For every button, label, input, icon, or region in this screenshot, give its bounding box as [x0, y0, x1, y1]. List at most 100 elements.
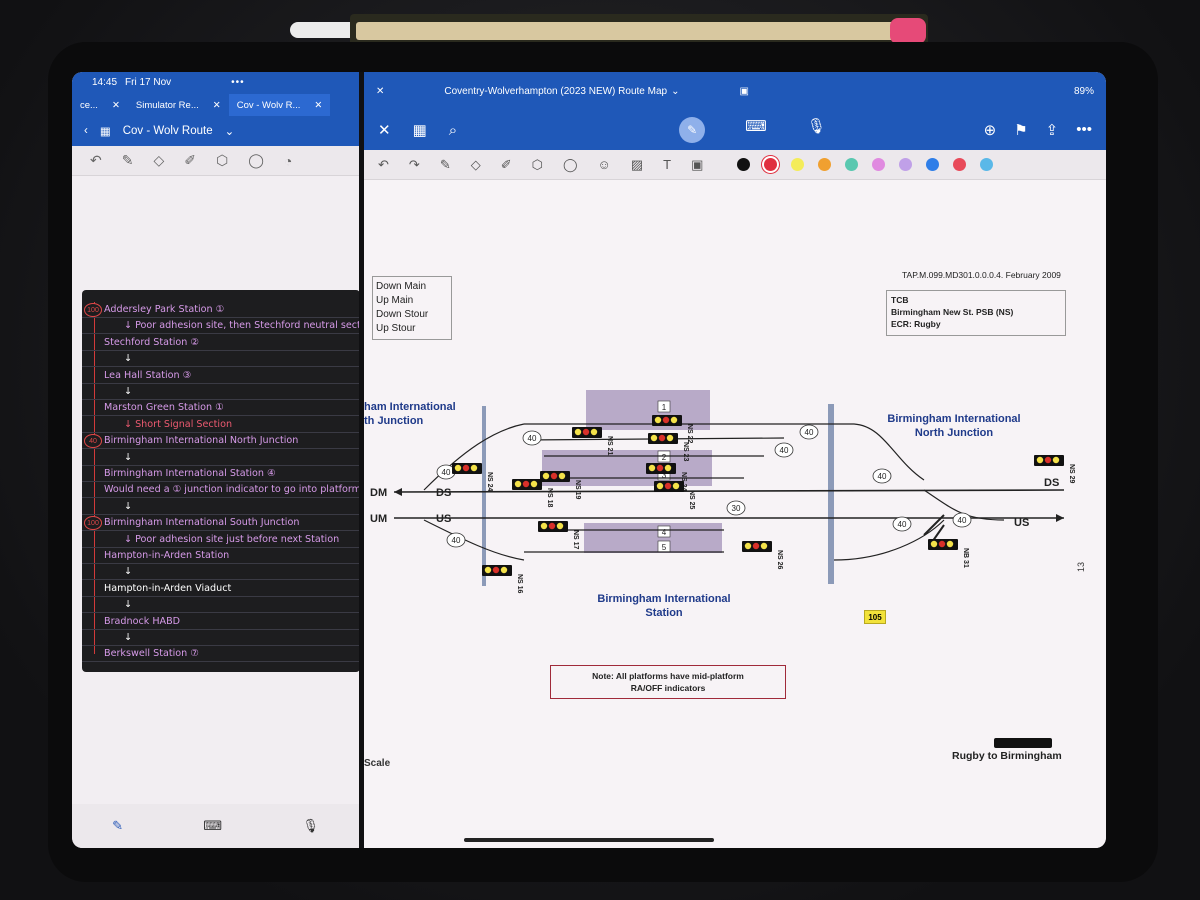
speed-flag: 100 — [84, 516, 102, 531]
tab-simulator[interactable]: Simulator Re...✕ — [135, 99, 221, 111]
undo-icon[interactable]: ↶ — [378, 156, 389, 172]
chevron-down-icon[interactable]: ⌄ — [671, 85, 680, 97]
lasso-icon[interactable]: ◯ — [248, 152, 264, 168]
platform-note: Note: All platforms have mid-platform RA… — [550, 665, 786, 699]
home-indicator[interactable] — [464, 838, 714, 842]
speed-limit-marker — [952, 512, 972, 528]
highlighter-icon[interactable]: ✐ — [184, 152, 196, 168]
bookmark-icon[interactable]: ⚑ — [1014, 122, 1028, 139]
close-icon[interactable]: ✕ — [111, 99, 120, 111]
speed-limit-marker — [892, 516, 912, 532]
color-swatch[interactable] — [791, 158, 805, 171]
close-icon[interactable]: ✕ — [378, 122, 391, 139]
doc-title[interactable]: Coventry-Wolverhampton (2023 NEW) Route … — [444, 85, 668, 97]
color-swatch[interactable] — [899, 158, 913, 171]
note-rule — [82, 431, 359, 433]
chevron-down-icon[interactable]: ⌄ — [224, 126, 235, 138]
redaction-bar — [994, 738, 1052, 748]
pen-icon[interactable]: ✎ — [439, 156, 451, 172]
signal-id: NS 16 — [516, 574, 523, 594]
signal-aspect — [656, 482, 664, 490]
pencil-icon[interactable]: ✎ — [112, 818, 124, 833]
signal-aspect — [664, 482, 672, 490]
microphone-icon[interactable]: 🎙 — [302, 818, 319, 833]
keyboard-icon[interactable]: ⌨ — [203, 818, 223, 833]
note-line: ↓ — [124, 599, 133, 611]
speed-limit-marker — [799, 424, 819, 440]
add-page-icon[interactable]: ⊕ — [983, 122, 997, 139]
platform-number: 1 — [662, 403, 667, 412]
share-icon[interactable]: ⇪ — [1045, 122, 1059, 139]
note-rule — [82, 366, 359, 368]
doc-titlebar: ✕ Coventry-Wolverhampton (2023 NEW) Rout… — [364, 72, 1106, 110]
tab-ce[interactable]: ce...✕ — [80, 99, 120, 111]
legend-down-main: Down Main — [376, 281, 427, 292]
signal-aspect — [752, 542, 760, 550]
redo-icon[interactable]: ↷ — [408, 156, 420, 172]
undo-icon[interactable]: ↶ — [90, 152, 102, 168]
color-swatch[interactable] — [980, 158, 994, 171]
color-swatch[interactable] — [845, 158, 859, 171]
color-swatch[interactable] — [926, 158, 940, 171]
note-line: Would need a ① junction indicator to go … — [104, 484, 359, 496]
eraser-icon[interactable]: ◇ — [470, 156, 481, 172]
color-palette — [737, 158, 994, 171]
grid-icon[interactable]: ▦ — [99, 126, 111, 138]
photo-icon[interactable]: ▣ — [691, 156, 704, 172]
tab-cov-wolv[interactable]: Cov - Wolv R...✕ — [228, 94, 331, 116]
notebook-title[interactable]: Cov - Wolv Route — [122, 125, 213, 137]
label-dm: DM — [370, 487, 387, 499]
highlighter-icon[interactable]: ✐ — [500, 156, 512, 172]
color-swatch[interactable] — [872, 158, 886, 171]
color-swatch[interactable] — [818, 158, 832, 171]
note-line: ↓ Poor adhesion site, then Stechford neu… — [124, 320, 359, 332]
eraser-icon[interactable]: ◇ — [153, 152, 165, 168]
color-swatch[interactable] — [764, 158, 778, 171]
signal-id: NS 17 — [572, 530, 579, 550]
signal-aspect — [500, 566, 508, 574]
pen-icon[interactable]: ✎ — [121, 152, 134, 168]
note-rule — [82, 415, 359, 417]
note-rule — [82, 448, 359, 450]
speed-limit-marker — [872, 468, 892, 484]
note-rule — [82, 481, 359, 482]
note-rule — [82, 349, 359, 351]
image-icon[interactable]: ▨ — [630, 156, 644, 172]
microphone-icon[interactable]: 🎙 — [806, 118, 826, 135]
drawing-toolbar: ↶ ↷ ✎ ◇ ✐ ⬡ ◯ ☺ ▨ T ▣ — [364, 150, 1106, 180]
text-box-icon[interactable]: T — [663, 157, 672, 172]
platform-number: 3 — [662, 471, 667, 480]
label-ds-right: DS — [1044, 477, 1059, 489]
more-icon[interactable]: ••• — [1076, 121, 1092, 138]
signal-aspect — [542, 472, 550, 480]
color-swatch[interactable] — [953, 158, 967, 171]
search-icon[interactable]: ⌕ — [448, 121, 458, 139]
note-line: Birmingham International Station ④ — [104, 468, 276, 479]
close-icon[interactable]: ✕ — [212, 99, 221, 111]
signal-id: NS 19 — [574, 480, 581, 500]
note-line: Birmingham International South Junction — [104, 517, 300, 529]
keyboard-icon[interactable]: ⌨ — [745, 118, 767, 135]
shapes-icon[interactable]: ⬡ — [531, 156, 543, 172]
sticker-icon[interactable]: ☺ — [597, 157, 611, 172]
shapes-icon[interactable]: ⬡ — [215, 152, 229, 168]
speed-flag: 100 — [84, 303, 102, 317]
multitask-dots-icon[interactable]: ••• — [231, 76, 245, 88]
more-tools-icon[interactable]: ◔ — [283, 152, 293, 169]
sidebar-icon[interactable]: ▣ — [739, 85, 749, 97]
lasso-icon[interactable]: ◯ — [562, 156, 578, 172]
markup-pen-icon[interactable]: ✎ — [679, 117, 706, 143]
label-us-left: US — [436, 513, 451, 525]
color-swatch[interactable] — [737, 158, 751, 171]
red-margin-line — [94, 302, 95, 654]
close-icon[interactable]: ✕ — [376, 85, 385, 97]
note-rule — [82, 579, 359, 581]
battery-level: 89% — [1073, 85, 1094, 97]
signal-aspect — [1036, 456, 1044, 464]
grid-icon[interactable]: ▦ — [412, 122, 427, 139]
signal-aspect — [556, 522, 564, 530]
signal-aspect — [462, 464, 470, 472]
close-icon[interactable]: ✕ — [314, 99, 323, 111]
back-icon[interactable]: ‹ — [84, 125, 88, 137]
tag-105: 105 — [864, 610, 886, 624]
